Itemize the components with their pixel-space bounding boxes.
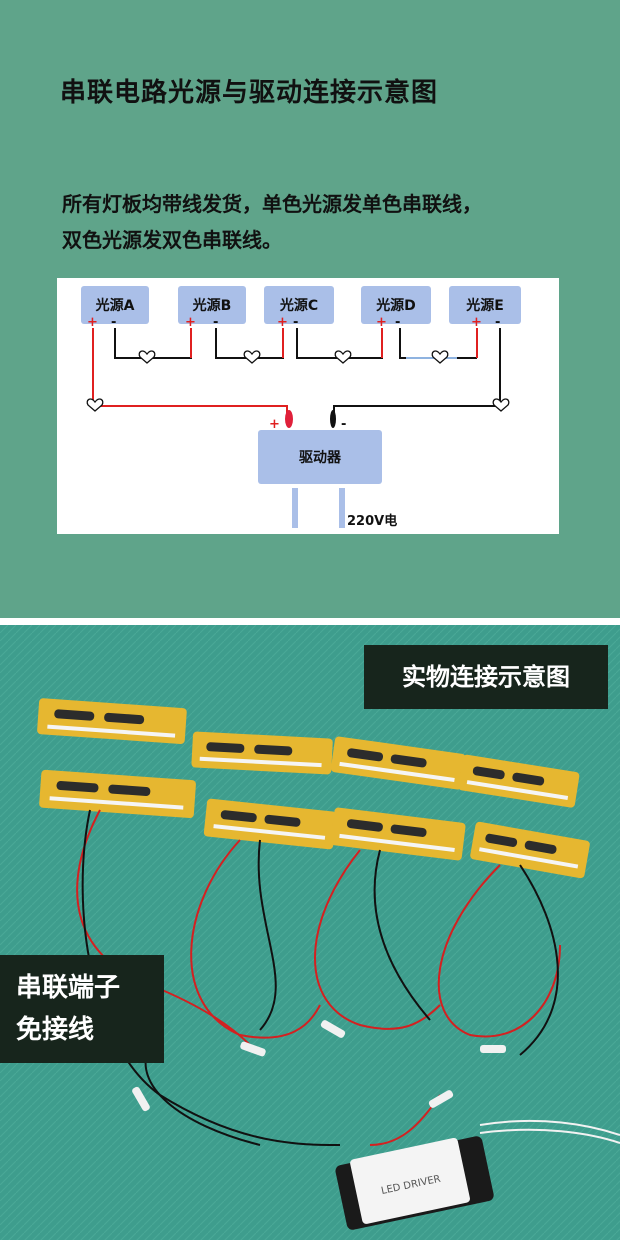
power-prong-right — [339, 488, 345, 528]
light-source-label: 光源D — [375, 297, 416, 314]
led-board — [39, 769, 196, 819]
driver-minus-sign: - — [341, 417, 346, 432]
connectors — [86, 350, 510, 412]
light-source-b: 光源B — [178, 286, 246, 324]
photo-note-line-1: 串联端子 — [16, 973, 121, 1003]
light-source-a: 光源A — [81, 286, 149, 324]
minus-sign: - — [293, 315, 298, 330]
connector-icon — [86, 398, 104, 412]
product-photo: LED DRIVER 实物连接示意图 串联端子 免接线 — [0, 625, 620, 1240]
led-board — [330, 807, 466, 861]
top-section: 串联电路光源与驱动连接示意图 所有灯板均带线发货，单色光源发单色串联线， 双色光… — [0, 0, 620, 618]
wiring-diagram: 光源A 光源B 光源C 光源D 光源E + - + — [57, 278, 559, 534]
light-source-d: 光源D — [361, 286, 431, 324]
description-line-1: 所有灯板均带线发货，单色光源发单色串联线， — [62, 192, 482, 216]
light-source-c: 光源C — [264, 286, 334, 324]
connector-icon — [334, 350, 352, 364]
connector-icon — [243, 350, 261, 364]
photo-note-line-2: 免接线 — [16, 1015, 95, 1045]
wiring-diagram-svg: 光源A 光源B 光源C 光源D 光源E + - + — [81, 286, 521, 529]
photo-connectors — [132, 1020, 506, 1112]
light-source-box — [264, 286, 334, 324]
polarity-signs: + - + - + - + - + - — [87, 315, 500, 330]
light-source-label: 光源B — [192, 297, 232, 314]
wire-negative-to-driver — [333, 328, 501, 416]
connector-icon — [492, 398, 510, 412]
plus-sign: + — [87, 315, 98, 330]
connector-icon — [431, 350, 449, 364]
wire-positive-to-driver — [92, 328, 288, 416]
light-source-label: 光源C — [279, 297, 318, 314]
light-source-box — [361, 286, 431, 324]
photo-note: 串联端子 免接线 — [0, 955, 164, 1063]
minus-sign: - — [395, 315, 400, 330]
connector-icon — [138, 350, 156, 364]
led-board — [330, 736, 466, 790]
power-prong-left — [292, 488, 298, 528]
minus-sign: - — [111, 315, 116, 330]
plus-sign: + — [376, 315, 387, 330]
photo-illustration: LED DRIVER — [0, 625, 620, 1240]
series-wires — [92, 328, 501, 416]
led-board — [203, 798, 337, 850]
led-board — [191, 731, 333, 775]
plus-sign: + — [471, 315, 482, 330]
power-label: 220V电 — [347, 513, 397, 529]
plus-sign: + — [185, 315, 196, 330]
minus-sign: - — [213, 315, 218, 330]
led-board — [37, 698, 187, 744]
minus-sign: - — [495, 315, 500, 330]
photo-title: 实物连接示意图 — [364, 645, 608, 709]
led-board — [470, 821, 590, 879]
driver-box — [258, 430, 382, 484]
plus-sign: + — [277, 315, 288, 330]
led-boards — [37, 698, 590, 879]
light-source-box — [178, 286, 246, 324]
driver-positive-terminal — [285, 410, 293, 428]
driver-label: 驱动器 — [299, 449, 342, 466]
light-source-box — [81, 286, 149, 324]
led-driver-device: LED DRIVER — [335, 1136, 494, 1230]
driver-negative-terminal — [330, 410, 336, 428]
light-source-e: 光源E — [449, 286, 521, 324]
page-title: 串联电路光源与驱动连接示意图 — [60, 78, 439, 108]
description-line-2: 双色光源发双色串联线。 — [62, 228, 282, 252]
led-board — [458, 754, 580, 808]
light-source-label: 光源E — [465, 297, 504, 314]
light-source-label: 光源A — [95, 297, 135, 314]
light-source-box — [449, 286, 521, 324]
driver-plus-sign: + — [269, 417, 280, 432]
description: 所有灯板均带线发货，单色光源发单色串联线， 双色光源发双色串联线。 — [62, 186, 602, 258]
